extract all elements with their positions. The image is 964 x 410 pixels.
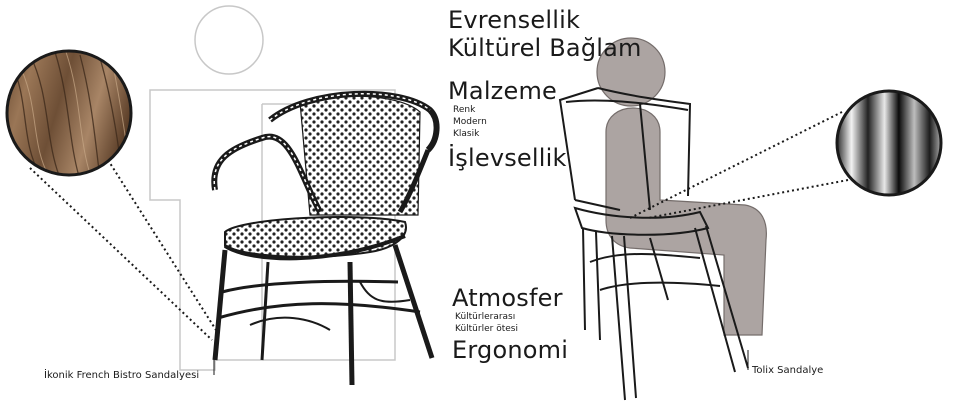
label-malzeme: Malzeme [448,79,557,103]
label-modern: Modern [453,118,487,127]
label-islevsellik: İşlevsellik [448,146,567,170]
label-ergonomi: Ergonomi [452,338,568,362]
label-kulturler-otesi: Kültürler ötesi [455,325,518,334]
label-klasik: Klasik [453,130,479,139]
label-kulturlerarasi: Kültürlerarası [455,313,515,322]
caption-bistro-chair: İkonik French Bistro Sandalyesi [44,371,199,381]
caption-tolix-chair: Tolix Sandalye [752,366,823,376]
label-evrensellik: Evrensellik [448,8,580,32]
label-atmosfer: Atmosfer [452,286,563,310]
bistro-chair [214,94,436,385]
seated-human-figure [597,38,766,335]
label-renk: Renk [453,106,475,115]
label-kulturel-baglam: Kültürel Bağlam [448,36,642,60]
